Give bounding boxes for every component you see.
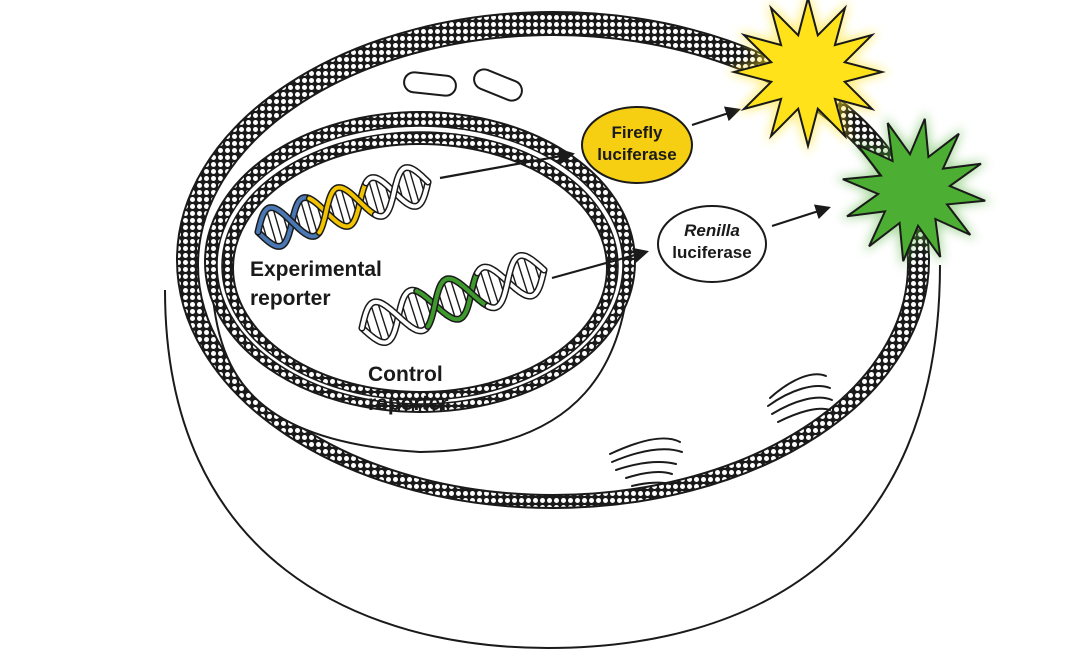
- dna-strand: [363, 175, 430, 209]
- dna-strand: [475, 265, 546, 299]
- endoplasmic-reticulum: [609, 437, 683, 487]
- vesicle: [473, 68, 523, 102]
- base-pair: [306, 197, 319, 236]
- light-arrow-firefly: [691, 106, 741, 127]
- base-pair: [340, 187, 353, 226]
- control-reporter-label-line2: reporter: [368, 392, 449, 415]
- golgi-apparatus: [767, 373, 833, 423]
- base-pair: [442, 280, 457, 320]
- base-pair: [406, 291, 420, 332]
- experimental-reporter-dna: [254, 164, 432, 250]
- base-pair: [479, 268, 493, 309]
- dna-strand: [425, 276, 490, 329]
- base-pair: [401, 168, 414, 207]
- base-pair: [522, 254, 537, 295]
- base-pair: [413, 289, 427, 330]
- base-pair: [374, 177, 387, 216]
- base-pair: [299, 198, 312, 237]
- base-pair: [376, 301, 391, 341]
- base-pair: [272, 207, 285, 246]
- dna-strand: [373, 165, 430, 219]
- base-pair: [333, 188, 346, 227]
- dna-strand: [360, 288, 419, 345]
- renilla-light-burst: [834, 110, 994, 270]
- vesicle: [403, 71, 457, 97]
- control-reporter-label-line1: Control: [368, 363, 443, 386]
- firefly-light-burst: [726, 0, 890, 154]
- dna-strand: [256, 205, 322, 239]
- renilla-luciferase-enzyme: [657, 205, 767, 283]
- base-pair: [449, 278, 464, 318]
- firefly-luciferase-enzyme: [581, 106, 693, 184]
- firefly-label-line1: Firefly: [611, 123, 663, 142]
- base-pair: [367, 178, 380, 217]
- base-pair: [369, 303, 384, 344]
- base-pair: [265, 208, 278, 247]
- light-arrow-renilla: [771, 204, 831, 228]
- base-pair: [408, 167, 421, 206]
- renilla-label-line2: luciferase: [672, 243, 751, 262]
- experimental-reporter-label-line1: Experimental: [250, 258, 382, 281]
- renilla-label-line1: Renilla: [684, 221, 740, 240]
- expression-arrow-renilla: [551, 247, 649, 280]
- control-reporter-dna: [358, 252, 548, 346]
- base-pair: [486, 266, 500, 307]
- firefly-label-line2: luciferase: [597, 145, 676, 164]
- experimental-reporter-label-line2: reporter: [250, 287, 331, 310]
- dna-strand: [256, 195, 312, 249]
- dna-strand: [317, 185, 378, 235]
- dna-strand: [360, 299, 430, 333]
- base-pair: [515, 257, 530, 297]
- expression-arrow-firefly: [439, 148, 576, 180]
- dna-strand: [485, 253, 546, 310]
